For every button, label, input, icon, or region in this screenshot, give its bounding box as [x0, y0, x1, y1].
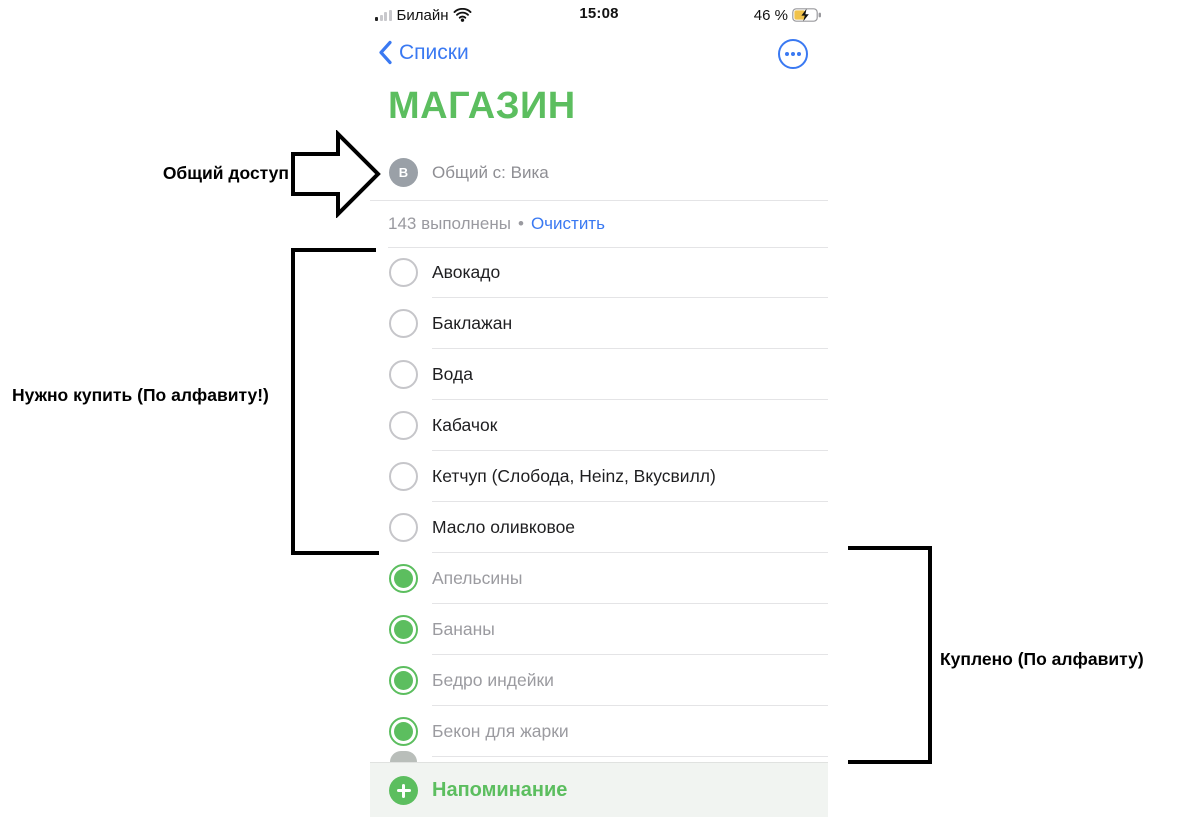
reminder-item[interactable]: Баклажан [370, 298, 828, 349]
reminder-item[interactable]: Бекон для жарки [370, 706, 828, 757]
ellipsis-icon [791, 52, 795, 56]
reminder-item-label: Бекон для жарки [432, 721, 569, 741]
reminders-app-screen: Билайн 15:08 46 % [370, 0, 828, 817]
reminder-item[interactable]: Масло оливковое [370, 502, 828, 553]
reminder-item[interactable]: Бананы [370, 604, 828, 655]
reminder-list: Авокадо Баклажан Вода Кабачок Кетчуп (Сл… [370, 247, 828, 757]
status-bar: Билайн 15:08 46 % [370, 4, 828, 26]
dot-separator: • [518, 213, 524, 233]
annotation-need-to-buy-label: Нужно купить (По алфавиту!) [12, 385, 269, 405]
plus-icon [389, 776, 418, 805]
battery-charging-icon [792, 8, 821, 22]
checkbox-checked-icon[interactable] [389, 717, 418, 746]
shared-row[interactable]: В Общий с: Вика [370, 149, 828, 200]
reminder-item[interactable]: Авокадо [370, 247, 828, 298]
checkbox[interactable] [389, 360, 418, 389]
list-title: МАГАЗИН [388, 85, 576, 127]
chevron-left-icon [379, 40, 392, 65]
reminder-item[interactable]: Бедро индейки [370, 655, 828, 706]
avatar: В [389, 158, 418, 187]
annotation-arrow-right [291, 130, 381, 218]
nav-bar: Списки [370, 36, 828, 74]
new-reminder-button[interactable]: Напоминание [370, 762, 828, 817]
divider [388, 247, 828, 248]
reminder-item-label: Вода [432, 364, 473, 384]
checkbox[interactable] [389, 411, 418, 440]
checkbox[interactable] [389, 513, 418, 542]
checkbox-checked-icon[interactable] [389, 615, 418, 644]
annotation-bought-label: Куплено (По алфавиту) [940, 649, 1144, 669]
reminder-item[interactable]: Вода [370, 349, 828, 400]
carrier-label: Билайн [396, 6, 449, 24]
annotation-bracket-left [291, 248, 379, 555]
partially-hidden-item [390, 751, 417, 762]
reminder-item-label: Кабачок [432, 415, 498, 435]
clear-completed-button[interactable]: Очистить [530, 213, 605, 233]
wifi-icon [454, 8, 472, 22]
reminder-item-label: Баклажан [432, 313, 513, 333]
checkbox[interactable] [389, 258, 418, 287]
reminder-item-label: Кетчуп (Слобода, Heinz, Вкусвилл) [432, 466, 716, 486]
reminder-item-label: Бананы [432, 619, 495, 639]
completed-count-label: 143 выполнены [388, 213, 511, 233]
divider [370, 200, 828, 201]
back-button[interactable]: Списки [378, 40, 469, 65]
reminder-item-label: Апельсины [432, 568, 523, 588]
completed-count-row: 143 выполнены • Очистить [388, 200, 605, 247]
checkbox[interactable] [389, 309, 418, 338]
reminder-item-label: Авокадо [432, 262, 501, 282]
reminder-item[interactable]: Кабачок [370, 400, 828, 451]
checkbox[interactable] [389, 462, 418, 491]
shared-with-label: Общий с: Вика [432, 163, 549, 182]
reminder-item[interactable]: Кетчуп (Слобода, Heinz, Вкусвилл) [370, 451, 828, 502]
battery-percent: 46 % [753, 6, 788, 24]
reminder-item-label: Бедро индейки [432, 670, 554, 690]
cellular-signal-icon [375, 9, 392, 21]
checkbox-checked-icon[interactable] [389, 666, 418, 695]
annotation-bracket-right [848, 546, 932, 764]
clock: 15:08 [579, 5, 619, 22]
more-options-button[interactable] [778, 39, 808, 69]
new-reminder-label: Напоминание [432, 779, 568, 801]
reminder-item-label: Масло оливковое [432, 517, 576, 537]
back-label: Списки [399, 40, 469, 64]
reminder-item[interactable]: Апельсины [370, 553, 828, 604]
annotation-shared-access-label: Общий доступ [162, 163, 289, 183]
checkbox-checked-icon[interactable] [389, 564, 418, 593]
